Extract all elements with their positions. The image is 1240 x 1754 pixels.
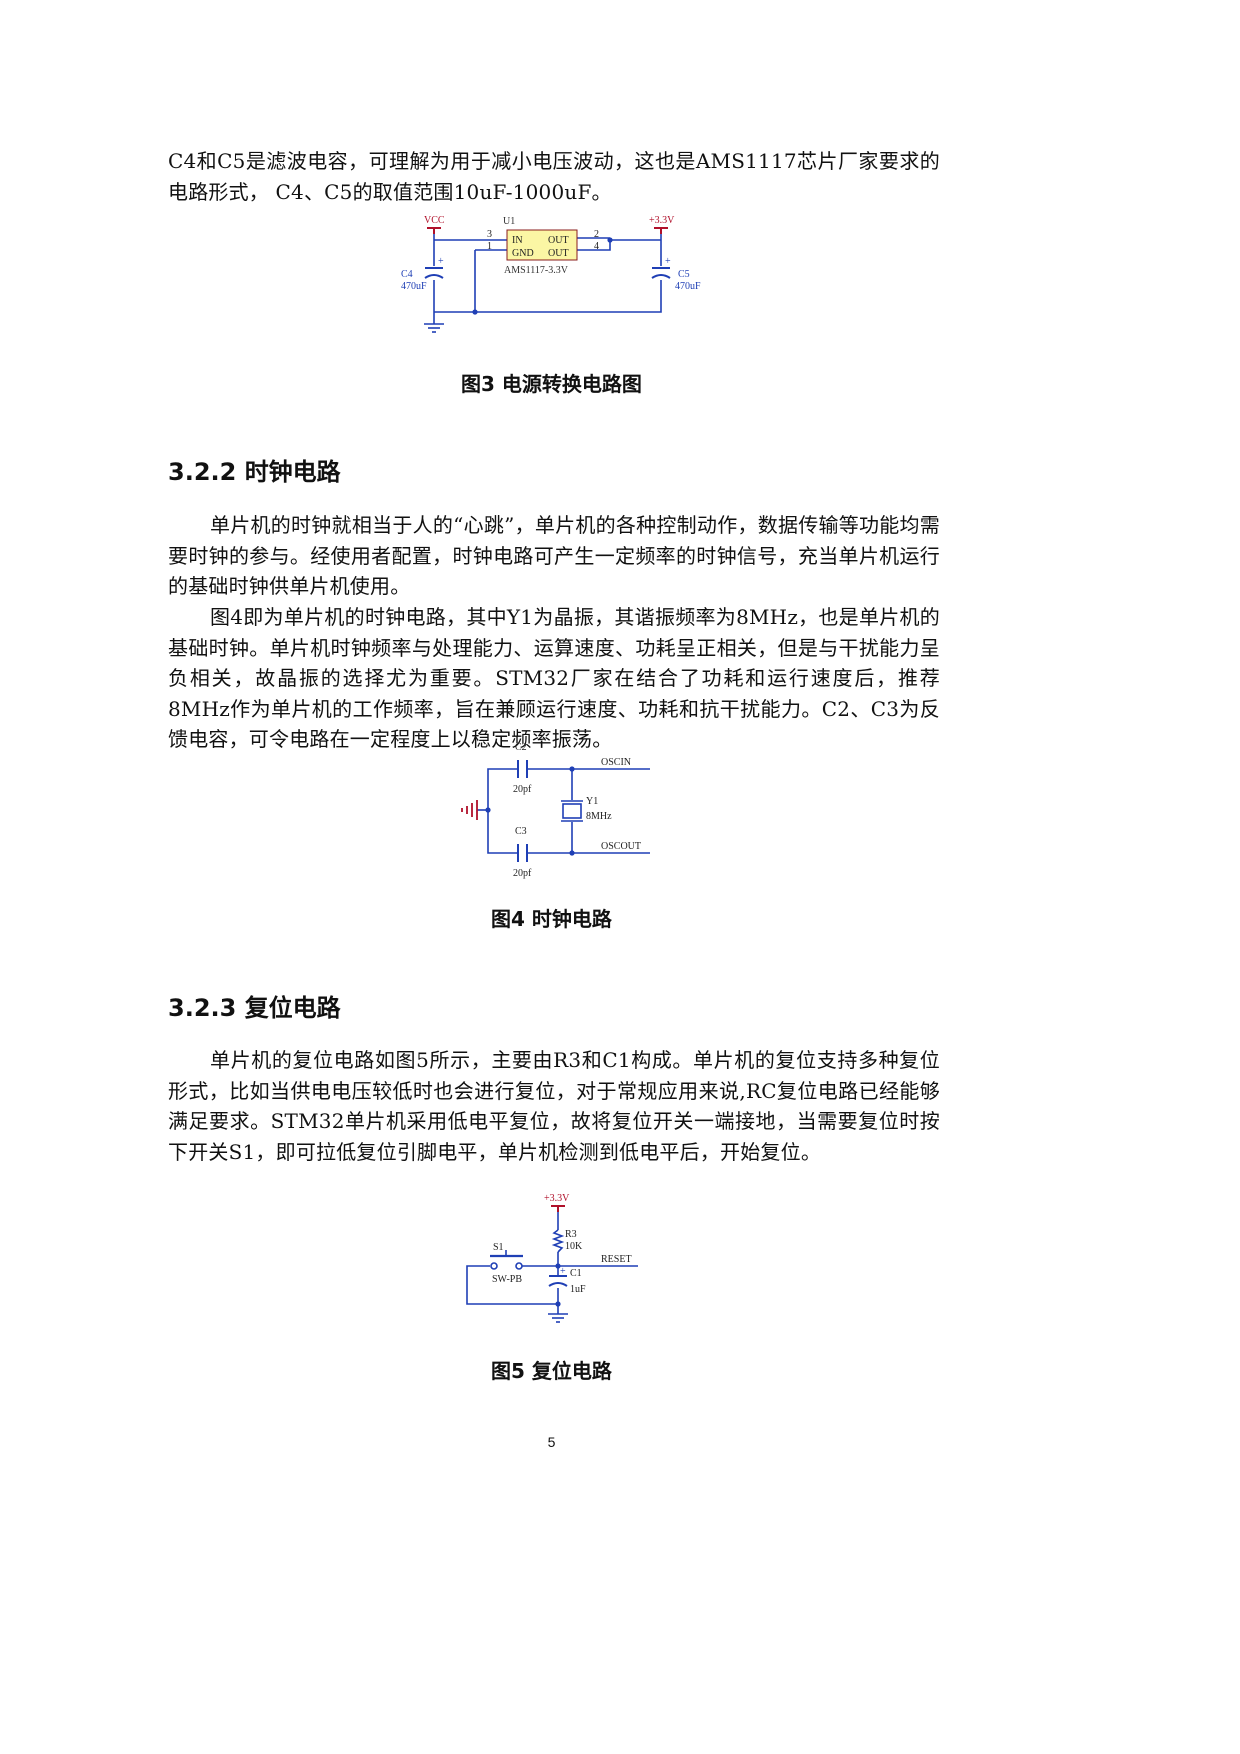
- oscin-net-label: OSCIN: [601, 757, 631, 768]
- u1-ref: U1: [503, 216, 515, 227]
- c2-capacitor: [517, 760, 528, 778]
- ground-symbol: [548, 1313, 568, 1323]
- u1-part-number: AMS1117-3.3V: [504, 265, 569, 276]
- c3-ref: C3: [515, 826, 527, 837]
- c5-ref: C5: [678, 269, 690, 280]
- figure-3-wires: [433, 234, 662, 316]
- u1-pin-out-1: OUT: [548, 235, 569, 246]
- y1-value: 8MHz: [586, 811, 612, 822]
- r3-resistor: [551, 1229, 565, 1253]
- section-heading-clock: 3.2.2 时钟电路: [168, 458, 341, 486]
- r3-value: 10K: [565, 1241, 583, 1252]
- y1-ref: Y1: [586, 796, 598, 807]
- u1-ic-body: [506, 229, 578, 261]
- u1-pin-out-2: OUT: [548, 248, 569, 259]
- figure-4-schematic: C2 20pf C3 20pf Y1 8MHz OSCIN OSCOUT: [461, 742, 650, 879]
- junction-dot: [555, 1301, 561, 1307]
- reset-net-label: RESET: [601, 1254, 632, 1265]
- intro-paragraph: C4和C5是滤波电容，可理解为用于减小电压波动，这也是AMS1117芯片厂家要求…: [168, 149, 940, 204]
- clock-paragraph-2: 图4即为单片机的时钟电路，其中Y1为晶振，其谐振频率为8MHz，也是单片机的基础…: [168, 605, 940, 751]
- figure-5-wires: [466, 1212, 638, 1314]
- y1-crystal: [561, 800, 583, 822]
- vcc-label: +3.3V: [544, 1193, 570, 1204]
- u1-pin-number-3: 3: [487, 229, 492, 240]
- figure-3-caption: 图3 电源转换电路图: [461, 372, 642, 396]
- c2-ref: C2: [515, 742, 527, 753]
- junction-dot: [569, 850, 575, 856]
- oscout-net-label: OSCOUT: [601, 841, 641, 852]
- c5-value: 470uF: [675, 281, 701, 292]
- c1-capacitor: [548, 1275, 568, 1287]
- c4-plus: +: [438, 256, 444, 267]
- c5-plus: +: [665, 256, 671, 267]
- page-number: 5: [547, 1434, 556, 1450]
- clock-paragraph-1: 单片机的时钟就相当于人的“心跳”，单片机的各种控制动作，数据传输等功能均需要时钟…: [168, 513, 940, 598]
- vout-label: +3.3V: [649, 215, 675, 226]
- ground-symbol: [424, 316, 444, 333]
- c3-value: 20pf: [513, 868, 532, 879]
- figure-3-schematic: VCC +3.3V + C4 470uF + C5 470uF: [401, 215, 701, 333]
- figure-4-caption: 图4 时钟电路: [491, 907, 612, 931]
- junction-dot: [555, 1263, 561, 1269]
- junction-dot: [485, 807, 491, 813]
- c4-capacitor: [424, 267, 444, 279]
- figure-5-caption: 图5 复位电路: [491, 1359, 612, 1383]
- c1-plus: +: [560, 1266, 566, 1277]
- ground-symbol: [461, 800, 478, 820]
- c1-ref: C1: [570, 1268, 582, 1279]
- c2-value: 20pf: [513, 784, 532, 795]
- junction-dot: [472, 309, 478, 315]
- junction-dot: [569, 766, 575, 772]
- vcc-power-symbol: [427, 227, 441, 234]
- reset-paragraph: 单片机的复位电路如图5所示，主要由R3和C1构成。单片机的复位支持多种复位形式，…: [168, 1048, 940, 1164]
- u1-pin-gnd: GND: [512, 248, 534, 259]
- c1-value: 1uF: [570, 1284, 586, 1295]
- u1-pin-in: IN: [512, 235, 523, 246]
- c3-capacitor: [517, 844, 528, 862]
- section-heading-reset: 3.2.3 复位电路: [168, 994, 341, 1022]
- c4-ref: C4: [401, 269, 413, 280]
- s1-part: SW-PB: [492, 1274, 522, 1285]
- s1-ref: S1: [493, 1242, 504, 1253]
- u1-pin-number-4: 4: [594, 241, 599, 252]
- u1-pin-number-1: 1: [487, 241, 492, 252]
- u1-pin-number-2: 2: [594, 229, 599, 240]
- r3-ref: R3: [565, 1229, 577, 1240]
- c5-capacitor: [651, 267, 671, 279]
- junction-dot: [607, 237, 613, 243]
- vcc-label: VCC: [424, 215, 445, 226]
- figure-5-schematic: +3.3V R3 10K S1 SW-PB + C1 1uF RESET: [466, 1193, 638, 1323]
- c4-value: 470uF: [401, 281, 427, 292]
- vout-power-symbol: [654, 227, 668, 234]
- s1-push-button: [490, 1250, 523, 1270]
- vcc-power-symbol: [551, 1205, 565, 1212]
